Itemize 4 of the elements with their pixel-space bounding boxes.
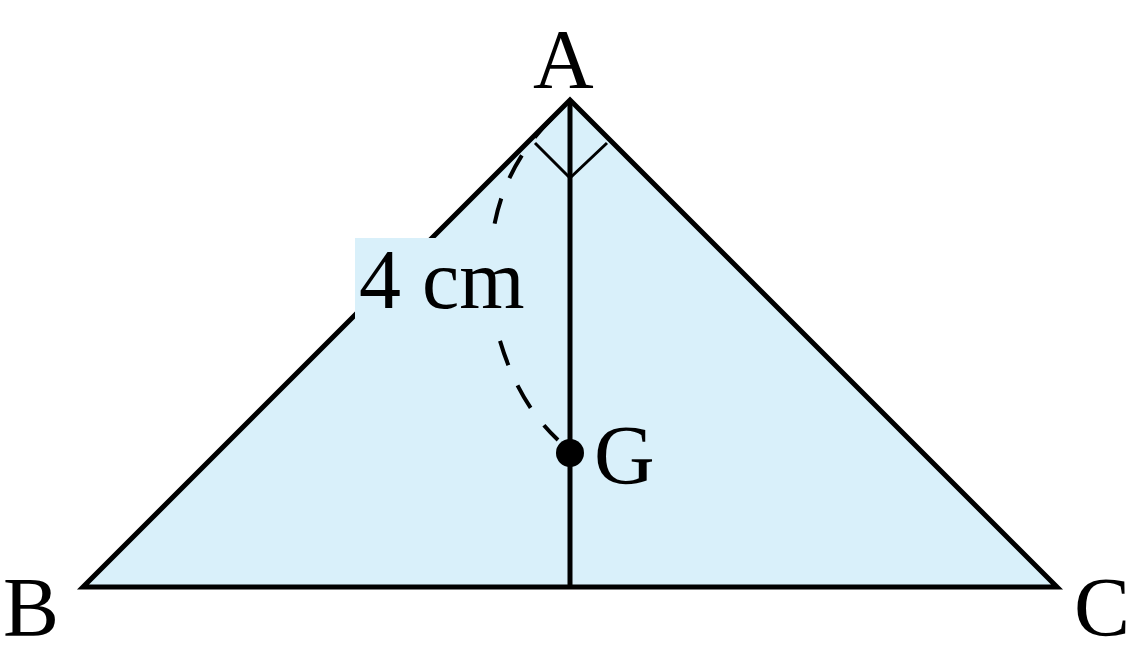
vertex-label: A bbox=[533, 18, 594, 102]
point-label: G bbox=[594, 414, 655, 498]
vertex-label: C bbox=[1074, 566, 1131, 650]
vertex-label: B bbox=[3, 566, 60, 650]
